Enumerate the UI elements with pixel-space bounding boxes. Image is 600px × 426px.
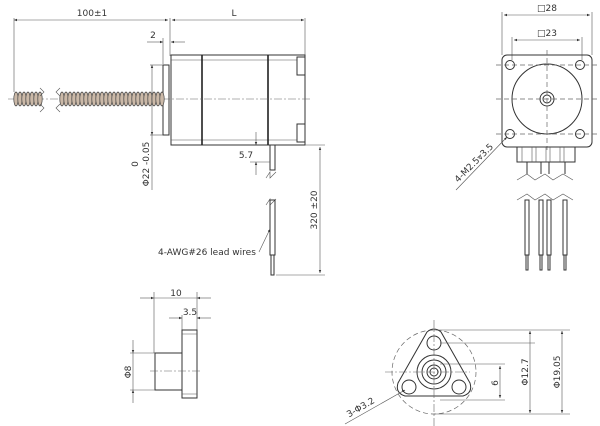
wire-length-label: 320 ±20 — [310, 190, 320, 229]
nut-holes-label: 3-Φ3.2 — [345, 396, 376, 420]
square-inner-label: □23 — [537, 29, 557, 39]
pilot-diameter-label: Φ22 -0.05 — [142, 142, 152, 187]
lead-screw — [13, 91, 165, 107]
flange-thickness-label: 2 — [150, 31, 156, 41]
nut-flange-thickness-label: 3.5 — [183, 308, 197, 318]
motor-side-view: 100±1 L 2 0 Φ22 -0.05 5.7 3 — [8, 9, 325, 276]
motor-length-label: L — [231, 9, 236, 19]
shaft-length-label: 100±1 — [77, 9, 107, 19]
screw-thread — [37, 91, 43, 107]
front-lead-wires — [524, 162, 568, 271]
motor-body — [170, 54, 306, 146]
nut-length-label: 10 — [170, 289, 182, 299]
wire-offset-label: 5.7 — [239, 151, 253, 161]
lead-wires-label: 4-AWG#26 lead wires — [158, 248, 256, 258]
outer-diameter-label: Φ19.05 — [553, 356, 563, 389]
screw-thread — [159, 91, 165, 107]
nut-side-view: 10 3.5 Φ8 — [124, 289, 211, 403]
nut-diameter-label: Φ8 — [124, 365, 134, 378]
square-outer-label: □28 — [537, 4, 557, 14]
lead-wire — [269, 144, 276, 171]
nut-front-view: 6 Φ12.7 Φ19.05 3-Φ3.2 — [344, 320, 570, 426]
nut-offset-label: 6 — [491, 380, 501, 386]
pilot-tolerance-label: 0 — [131, 161, 141, 167]
mount-holes — [505, 60, 585, 139]
hole-circle-label: Φ12.7 — [521, 358, 531, 385]
mount-holes-label: 4-M2.5⩔3.5 — [453, 142, 496, 185]
motor-front-view: □28 □23 4-M2.5⩔3.5 — [453, 4, 598, 271]
